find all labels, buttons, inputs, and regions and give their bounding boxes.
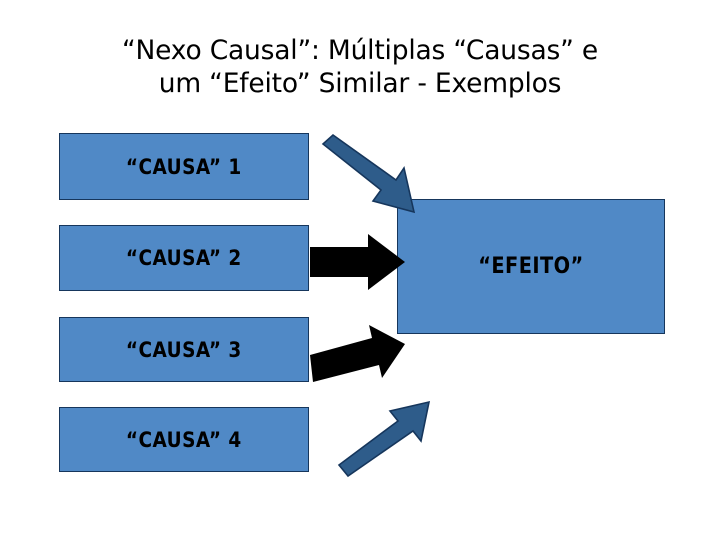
effect-box[interactable]: “EFEITO”: [397, 199, 665, 334]
arrow-cause2-to-effect-icon: [310, 234, 405, 290]
effect-box-label: “EFEITO”: [478, 254, 584, 279]
cause-box-3[interactable]: “CAUSA” 3: [59, 317, 309, 382]
title-line-1: “Nexo Causal”: Múltiplas “Causas” e: [122, 35, 598, 66]
cause-box-1[interactable]: “CAUSA” 1: [59, 133, 309, 200]
cause-box-2[interactable]: “CAUSA” 2: [59, 225, 309, 291]
title-line-2: um “Efeito” Similar - Exemplos: [158, 68, 562, 99]
cause-box-4[interactable]: “CAUSA” 4: [59, 407, 309, 472]
cause-box-3-label: “CAUSA” 3: [126, 337, 242, 362]
arrow-cause4-to-effect-icon: [337, 400, 431, 478]
cause-box-1-label: “CAUSA” 1: [126, 154, 242, 179]
page-title: “Nexo Causal”: Múltiplas “Causas” e um “…: [48, 34, 672, 100]
arrow-cause3-to-effect-icon: [310, 325, 405, 382]
cause-box-2-label: “CAUSA” 2: [126, 246, 242, 270]
cause-box-4-label: “CAUSA” 4: [126, 427, 242, 452]
